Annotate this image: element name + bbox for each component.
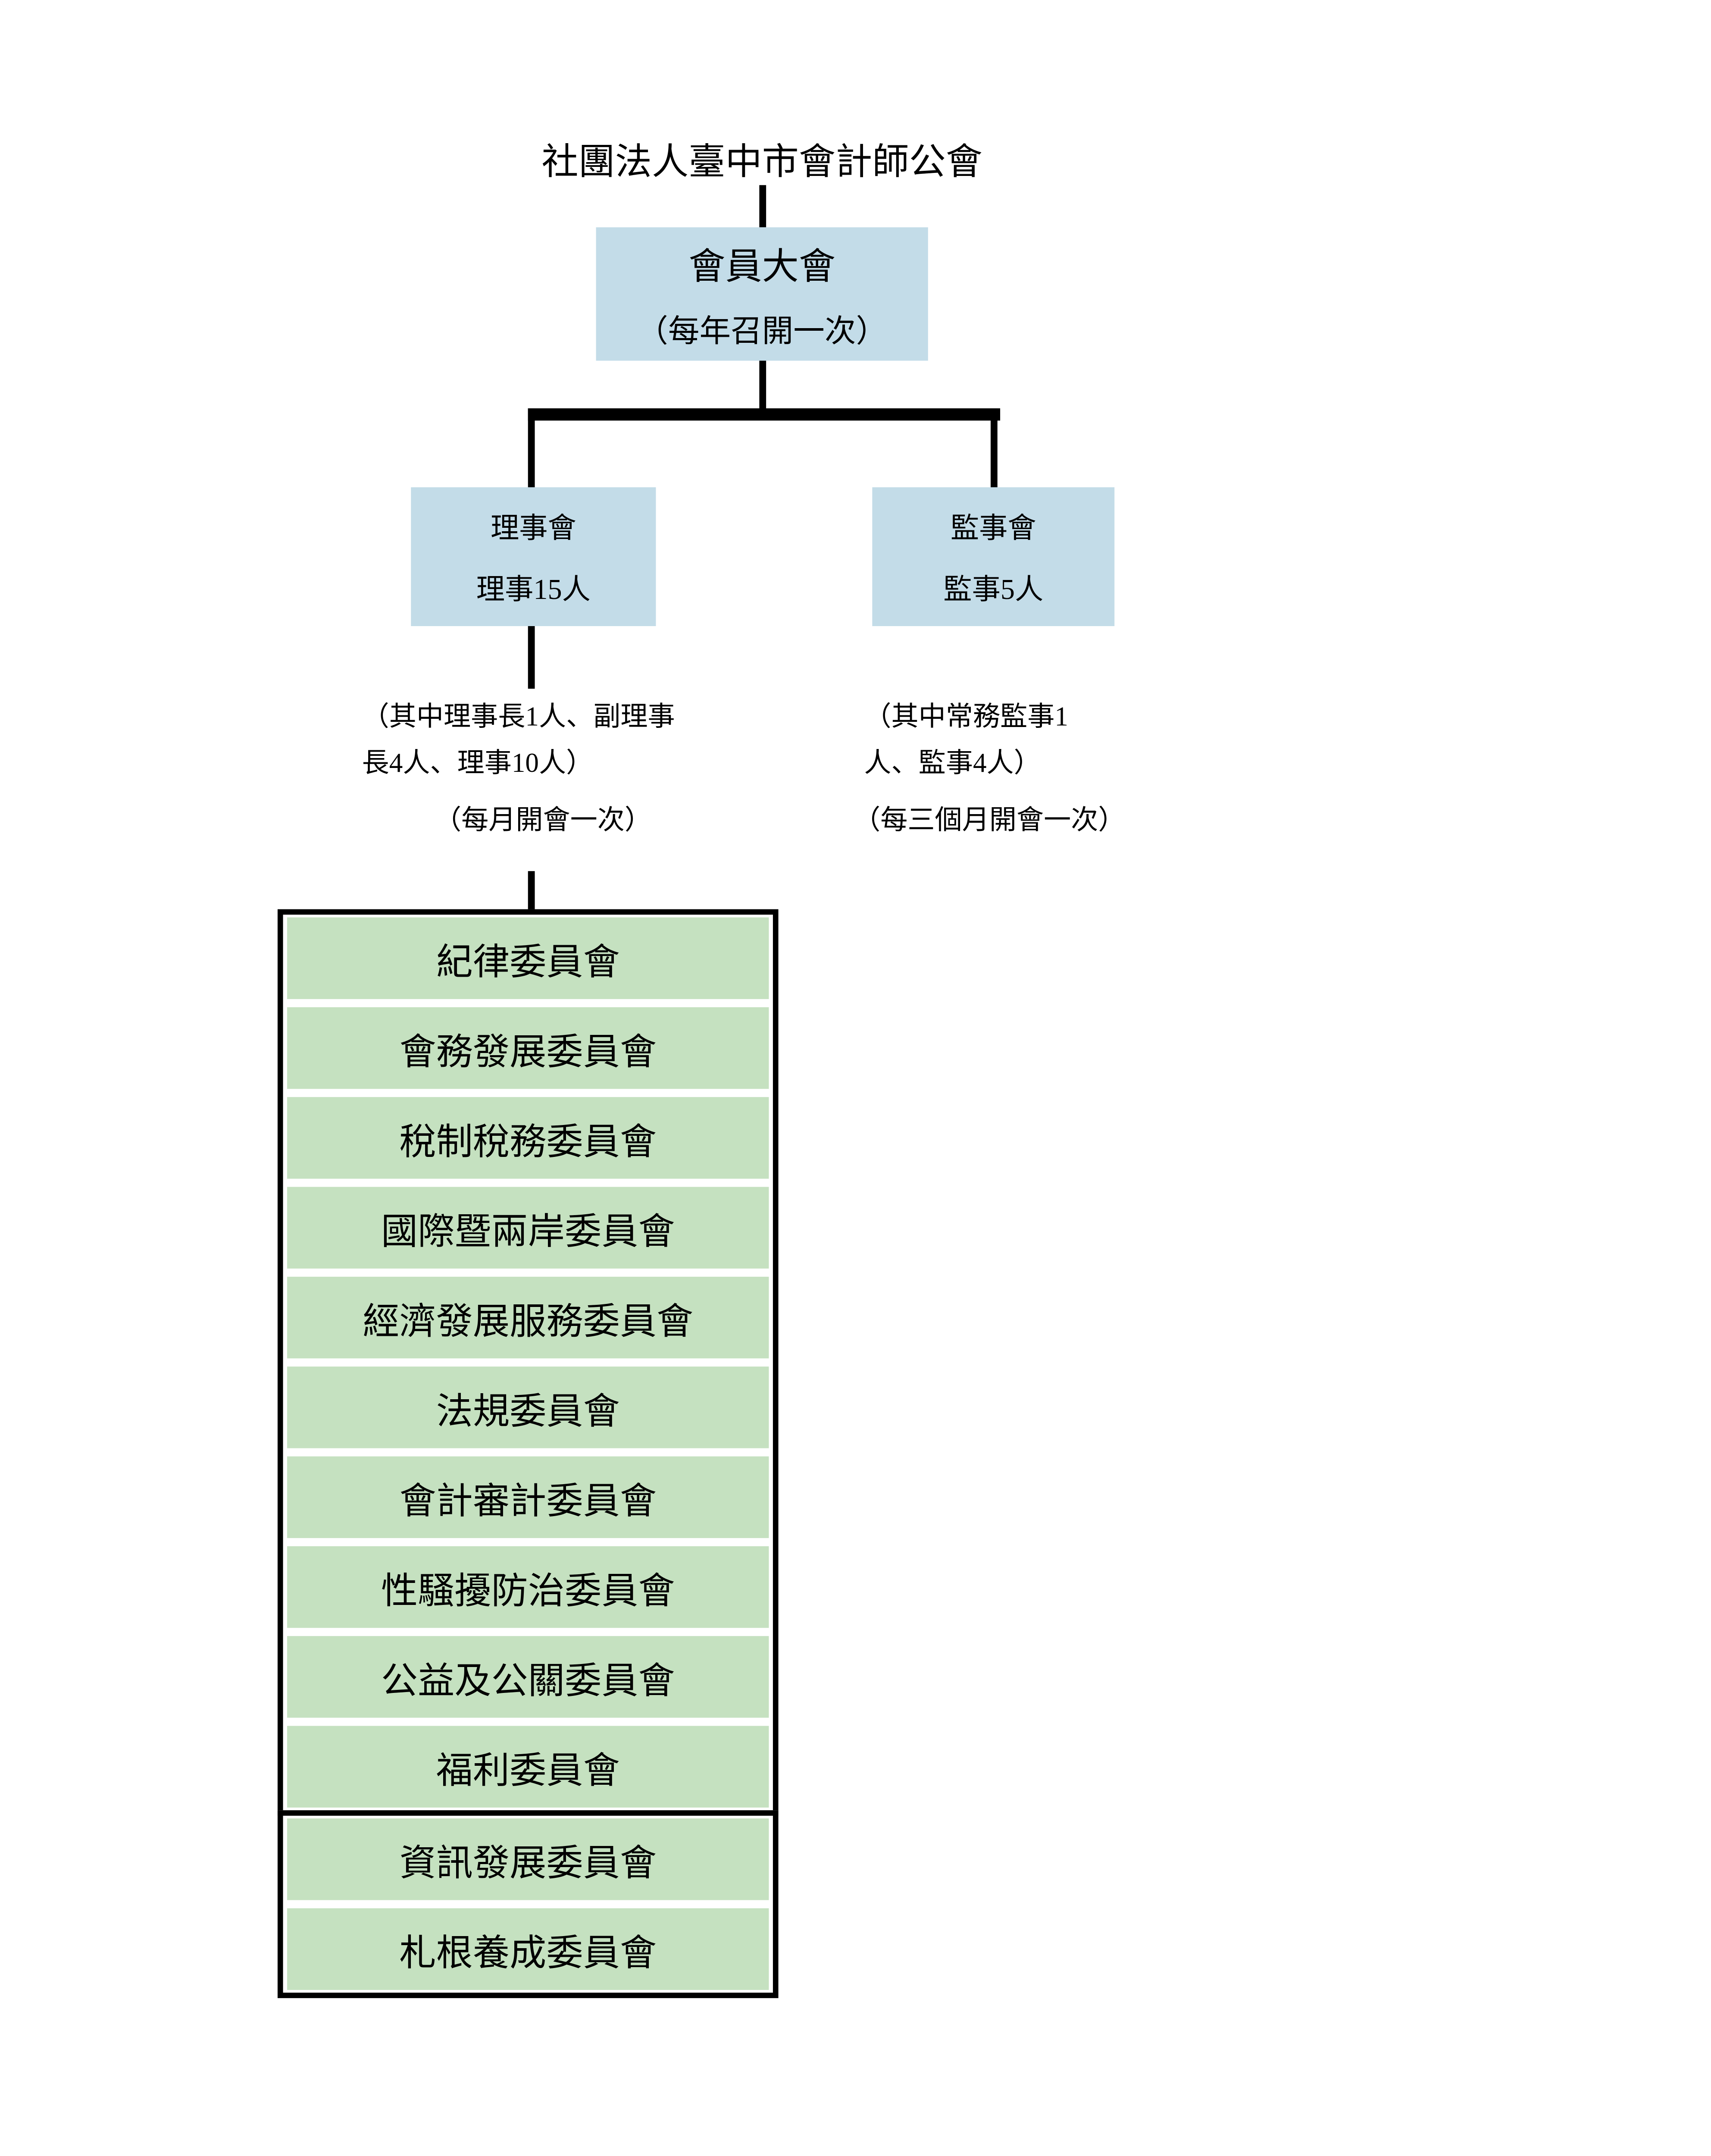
node-board-of-supervisors-name: 監事會 xyxy=(950,511,1036,544)
committee-row-international-cross-strait: 國際暨兩岸委員會 xyxy=(287,1187,769,1269)
node-general-assembly: 會員大會 （每年召開一次） xyxy=(596,227,928,361)
supervisors-note-line-2: 人、監事4人） xyxy=(864,749,1041,779)
connector-drop-to-directors-line xyxy=(528,408,535,488)
node-board-of-directors-count: 理事15人 xyxy=(476,572,591,605)
committee-row-information-development: 資訊發展委員會 xyxy=(287,1818,769,1900)
node-board-of-directors-name: 理事會 xyxy=(490,511,576,544)
node-board-of-supervisors-count: 監事5人 xyxy=(943,572,1044,605)
connector-to-committees-line xyxy=(528,871,535,909)
committee-row-economic-development-service: 經濟發展服務委員會 xyxy=(287,1276,769,1359)
committee-row-foundation-training: 札根養成委員會 xyxy=(287,1908,769,1990)
committee-list-group-1: 紀律委員會 會務發展委員會 稅制稅務委員會 國際暨兩岸委員會 經濟發展服務委員會… xyxy=(277,909,779,1816)
directors-composition-note: （其中理事長1人、副理事 長4人、理事10人） （每月開會一次） xyxy=(362,694,675,844)
committee-row-regulations: 法規委員會 xyxy=(287,1366,769,1448)
node-general-assembly-frequency: （每年召開一次） xyxy=(637,314,888,349)
org-chart-page: 社團法人臺中市會計師公會 會員大會 （每年召開一次） 理事會 理事15人 監事會… xyxy=(277,141,1126,1998)
connector-title-to-assembly-line xyxy=(759,185,766,228)
committee-row-accounting-auditing: 會計審計委員會 xyxy=(287,1456,769,1538)
page-title: 社團法人臺中市會計師公會 xyxy=(541,141,983,182)
node-board-of-directors: 理事會 理事15人 xyxy=(411,487,656,627)
supervisors-composition-note: （其中常務監事1 人、監事4人） （每三個月開會一次） xyxy=(853,694,1125,844)
supervisors-meeting-frequency: （每三個月開會一次） xyxy=(853,805,1126,836)
connector-assembly-down-line xyxy=(759,360,766,411)
directors-meeting-frequency: （每月開會一次） xyxy=(434,805,652,836)
committee-row-tax-system: 稅制稅務委員會 xyxy=(287,1097,769,1179)
node-board-of-supervisors: 監事會 監事5人 xyxy=(872,487,1115,627)
directors-note-line-2: 長4人、理事10人） xyxy=(362,749,594,779)
committee-row-discipline: 紀律委員會 xyxy=(287,917,769,999)
node-general-assembly-name: 會員大會 xyxy=(688,246,836,288)
committee-list-group-2: 資訊發展委員會 札根養成委員會 xyxy=(277,1810,779,1998)
committee-row-sexual-harassment-prevention: 性騷擾防治委員會 xyxy=(287,1546,769,1628)
connector-horizontal-line xyxy=(528,408,1001,421)
committee-row-association-development: 會務發展委員會 xyxy=(287,1007,769,1089)
connector-directors-down-line xyxy=(528,626,535,689)
supervisors-note-line-1: （其中常務監事1 xyxy=(864,702,1068,733)
committee-row-public-welfare-relations: 公益及公關委員會 xyxy=(287,1636,769,1718)
directors-note-line-1: （其中理事長1人、副理事 xyxy=(362,702,675,733)
committee-row-welfare: 福利委員會 xyxy=(287,1726,769,1808)
connector-drop-to-supervisors-line xyxy=(990,408,998,488)
